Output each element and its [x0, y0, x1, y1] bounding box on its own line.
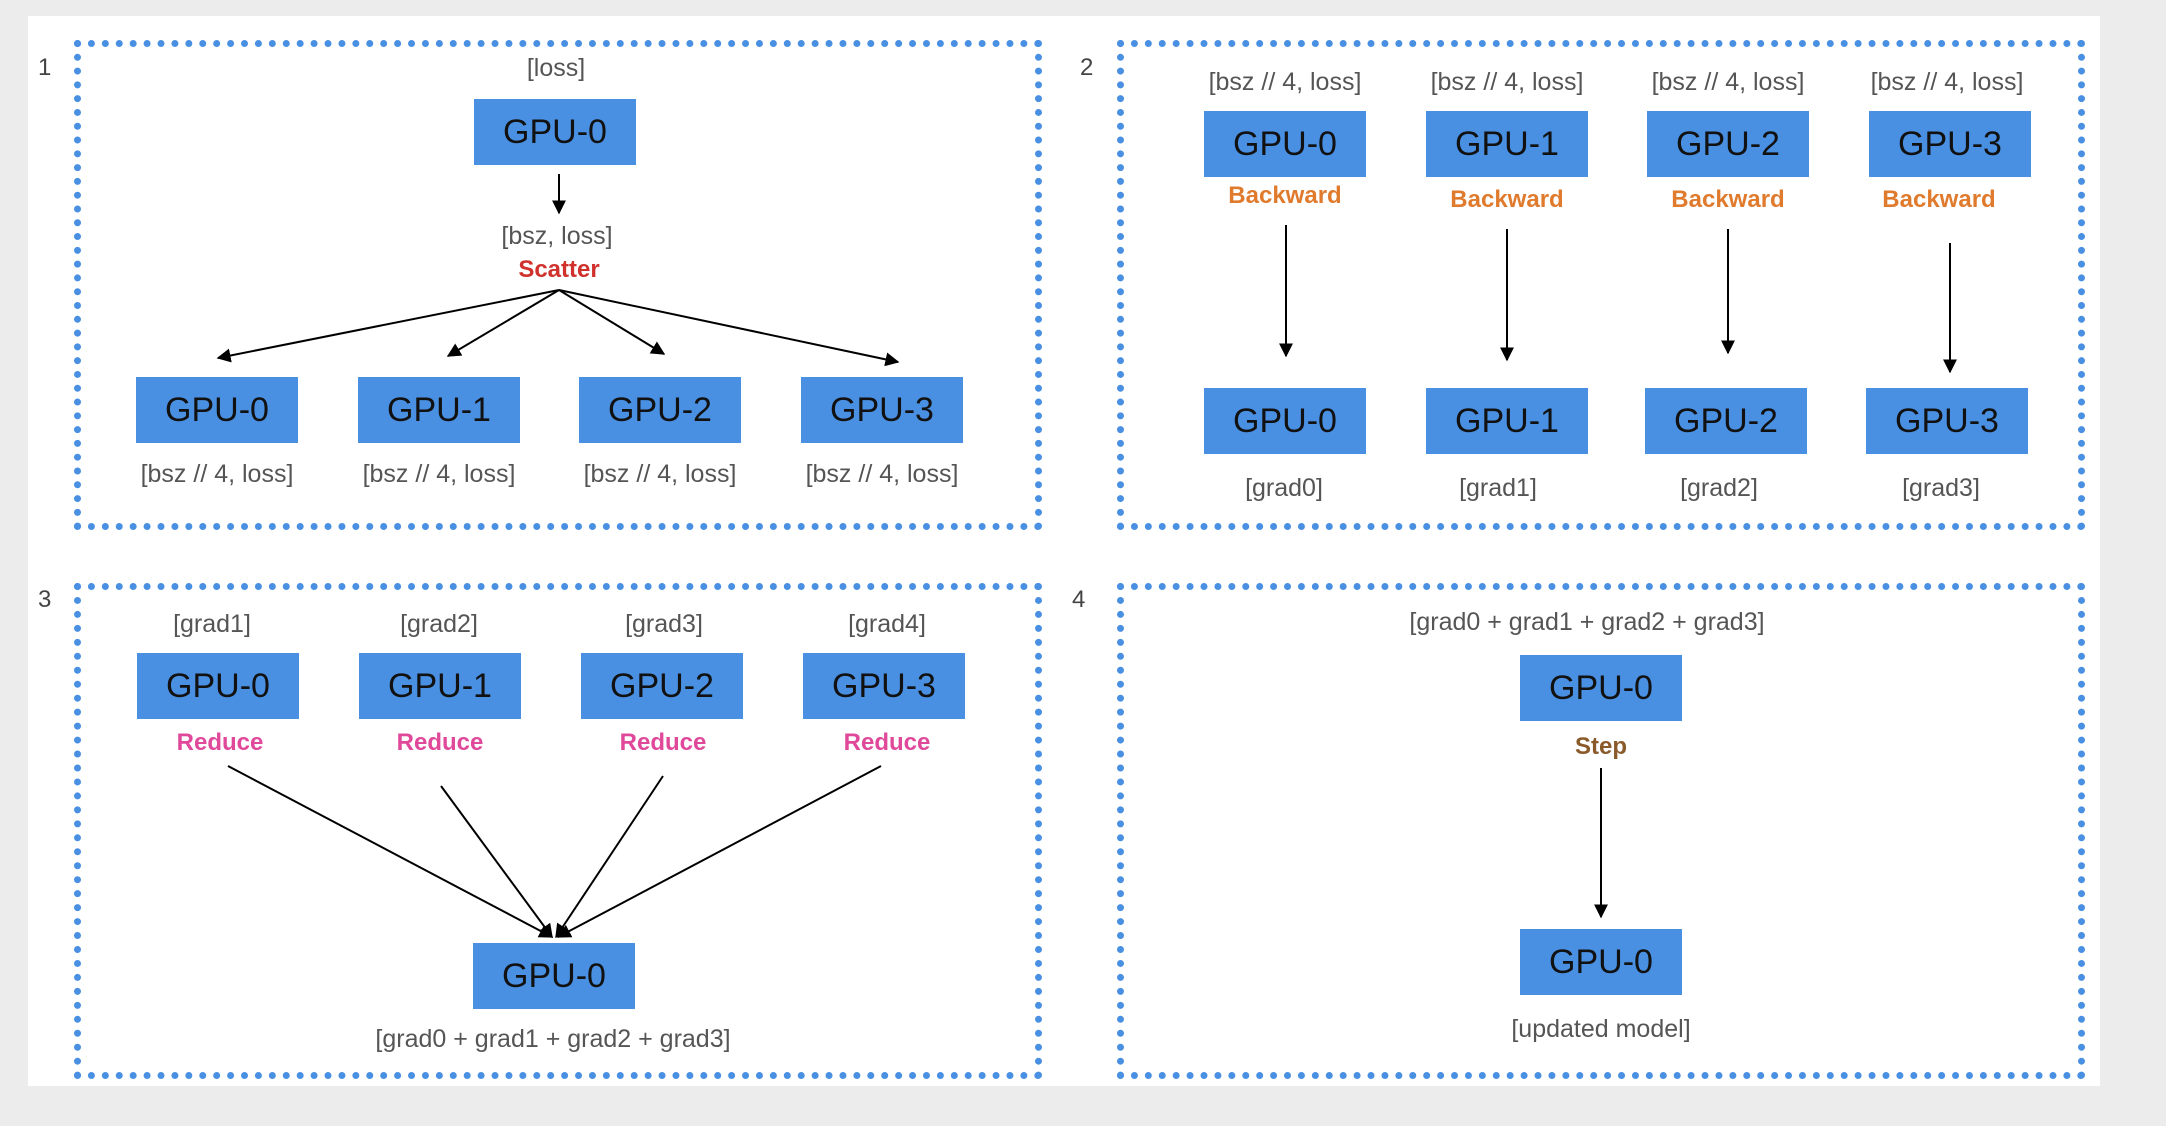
panel-1-gpu-1: GPU-1 — [358, 377, 520, 443]
panel-1-bottom-label-2: [bsz // 4, loss] — [583, 460, 737, 488]
panel-2-top-label-2: [bsz // 4, loss] — [1651, 68, 1805, 96]
panel-2-top-gpu-2: GPU-2 — [1647, 111, 1809, 177]
panel-3-gpu-2: GPU-2 — [581, 653, 743, 719]
panel-1-bottom-label-1: [bsz // 4, loss] — [362, 460, 516, 488]
panel-2-top-label-1: [bsz // 4, loss] — [1430, 68, 1584, 96]
panel-2-bottom-gpu-2: GPU-2 — [1645, 388, 1807, 454]
panel-2-bottom-gpu-3: GPU-3 — [1866, 388, 2028, 454]
panel-3-top-label-0: [grad1] — [173, 610, 251, 638]
panel-3-top-label-1: [grad2] — [400, 610, 478, 638]
panel-4-border — [1117, 583, 2085, 1079]
panel-1-gpu-2: GPU-2 — [579, 377, 741, 443]
panel-3-gpu-3: GPU-3 — [803, 653, 965, 719]
panel-2-operation-backward-1: Backward — [1450, 186, 1564, 213]
panel-3-top-label-3: [grad4] — [848, 610, 926, 638]
panel-3-border — [74, 583, 1042, 1079]
panel-1-gpu-0: GPU-0 — [136, 377, 298, 443]
panel-2-bottom-label-2: [grad2] — [1680, 474, 1758, 502]
panel-2-top-gpu-0: GPU-0 — [1204, 111, 1366, 177]
panel-2-border — [1117, 40, 2085, 530]
panel-4-number: 4 — [1072, 586, 1086, 613]
panel-3-number: 3 — [38, 586, 52, 613]
panel-3-top-label-2: [grad3] — [625, 610, 703, 638]
panel-2-number: 2 — [1080, 54, 1094, 81]
panel-4-top-label: [grad0 + grad1 + grad2 + grad3] — [1409, 608, 1765, 636]
panel-3-bottom-gpu: GPU-0 — [473, 943, 635, 1009]
p1-arrow-to-gpu0 — [216, 289, 560, 363]
panel-2-bottom-label-3: [grad3] — [1902, 474, 1980, 502]
panel-1-top-label: [loss] — [526, 54, 586, 82]
panel-1-gpu-3: GPU-3 — [801, 377, 963, 443]
panel-2-bottom-label-1: [grad1] — [1459, 474, 1537, 502]
panel-2-operation-backward-3: Backward — [1882, 186, 1996, 213]
p3-arrow-2 — [555, 775, 664, 939]
panel-2-operation-backward-0: Backward — [1228, 182, 1342, 209]
panel-1-top-gpu: GPU-0 — [474, 99, 636, 165]
panel-2-bottom-gpu-1: GPU-1 — [1426, 388, 1588, 454]
p3-arrow-0 — [227, 765, 554, 938]
panel-1-number: 1 — [38, 54, 52, 81]
panel-4-bottom-label: [updated model] — [1511, 1015, 1691, 1043]
p1-arrow-to-gpu2 — [558, 289, 666, 355]
panel-2-bottom-gpu-0: GPU-0 — [1204, 388, 1366, 454]
panel-4-operation-step: Step — [1574, 733, 1628, 760]
panel-3-bottom-label: [grad0 + grad1 + grad2 + grad3] — [375, 1025, 731, 1053]
panel-2-top-gpu-3: GPU-3 — [1869, 111, 2031, 177]
panel-1-operation-scatter: Scatter — [518, 256, 600, 283]
panel-1-bottom-label-0: [bsz // 4, loss] — [140, 460, 294, 488]
panel-1-mid-label: [bsz, loss] — [501, 222, 613, 250]
p3-arrow-1 — [440, 785, 553, 939]
panel-1-bottom-label-3: [bsz // 4, loss] — [805, 460, 959, 488]
panel-2-top-label-0: [bsz // 4, loss] — [1208, 68, 1362, 96]
panel-3-operation-reduce-3: Reduce — [843, 729, 931, 756]
panel-2-bottom-label-0: [grad0] — [1245, 474, 1323, 502]
panel-3-gpu-0: GPU-0 — [137, 653, 299, 719]
panel-2-operation-backward-2: Backward — [1671, 186, 1785, 213]
p1-arrow-to-gpu1 — [446, 289, 560, 357]
panel-3-operation-reduce-2: Reduce — [619, 729, 707, 756]
panel-4-top-gpu: GPU-0 — [1520, 655, 1682, 721]
p3-arrow-3 — [556, 765, 882, 938]
panel-2-top-label-3: [bsz // 4, loss] — [1870, 68, 2024, 96]
p1-arrow-to-gpu3 — [558, 289, 900, 367]
panel-3-gpu-1: GPU-1 — [359, 653, 521, 719]
panel-2-top-gpu-1: GPU-1 — [1426, 111, 1588, 177]
panel-3-operation-reduce-1: Reduce — [396, 729, 484, 756]
panel-3-operation-reduce-0: Reduce — [176, 729, 264, 756]
panel-4-bottom-gpu: GPU-0 — [1520, 929, 1682, 995]
panel-1-border — [74, 40, 1042, 530]
diagram-card — [28, 16, 2100, 1086]
